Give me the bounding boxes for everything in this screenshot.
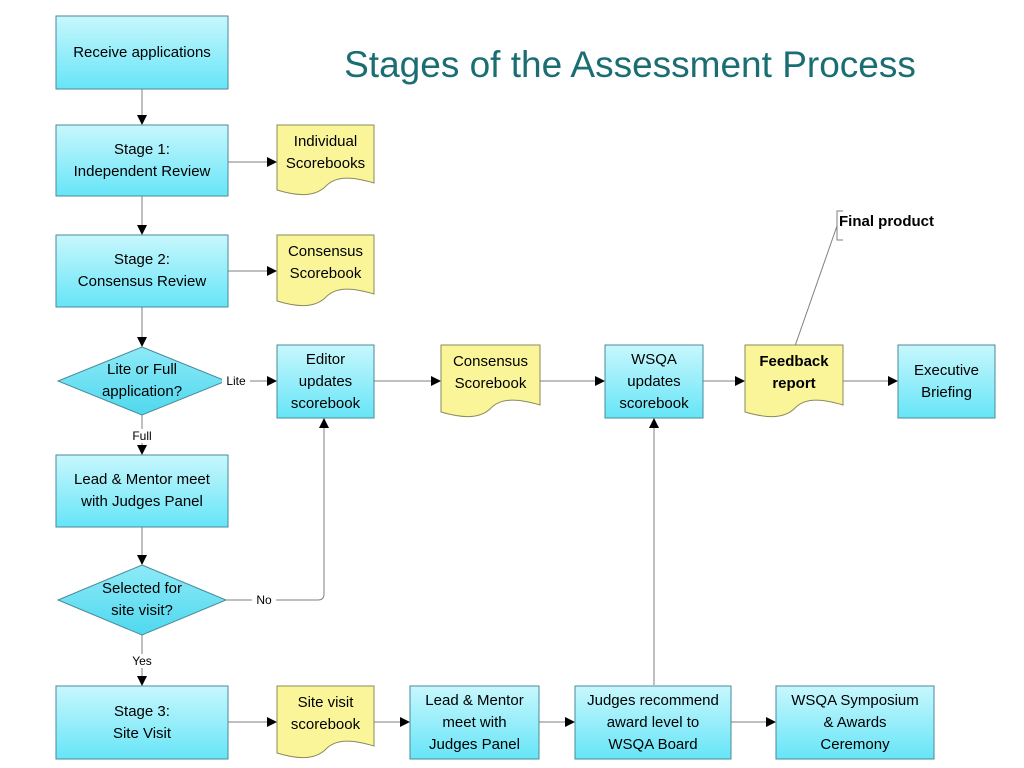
edge-no-editor [226, 418, 329, 601]
connectors [137, 89, 898, 727]
symposium-box [775, 685, 935, 760]
lead-mentor-label-2: Lead & Mentor meet with Judges Panel [425, 691, 524, 753]
consensus-scorebook-label-1: Consensus Scorebook [287, 243, 364, 282]
stage3-label: Stage 3: Site Visit [112, 702, 172, 742]
final-product-callout: Final product [839, 213, 934, 230]
consensus-scorebook-label-2: Consensus Scorebook [452, 353, 529, 392]
symposium-label: WSQA Symposium & Awards Ceremony [791, 691, 919, 753]
selected-site-visit-label: Selected for site visit? [101, 580, 183, 619]
consensus-scorebook-doc-1 [276, 234, 375, 306]
receive-applications-box [55, 15, 229, 90]
edge-label-no: No [252, 593, 276, 607]
judges-recommend-box [574, 685, 732, 760]
lite-or-full-diamond [56, 346, 228, 416]
edge-label-lite: Lite [222, 374, 250, 388]
wsqa-updates-box [604, 344, 704, 419]
stage3-box [55, 685, 229, 760]
wsqa-updates-label: WSQA updates scorebook [619, 350, 689, 412]
edge-label-yes: Yes [127, 654, 157, 668]
edge-label-full: Full [128, 429, 156, 443]
executive-briefing-label: Executive Briefing [913, 361, 980, 401]
stage1-label: Stage 1: Independent Review [73, 140, 211, 180]
site-visit-scorebook-label: Site visit scorebook [290, 694, 361, 733]
site-visit-scorebook-doc [276, 685, 375, 758]
receive-applications-label: Receive applications [73, 43, 211, 61]
feedback-report-label: Feedback report [759, 353, 829, 392]
individual-scorebooks-doc [276, 124, 375, 195]
lead-mentor-box-2 [409, 685, 540, 760]
individual-scorebooks-label: Individual Scorebooks [285, 133, 366, 172]
stage2-box [55, 234, 229, 308]
selected-site-visit-diamond [56, 564, 228, 636]
consensus-scorebook-doc-2 [440, 344, 541, 417]
lite-or-full-label: Lite or Full application? [101, 361, 183, 400]
callout-bracket [836, 210, 843, 241]
stage1-box [55, 124, 229, 197]
lead-mentor-box-1 [55, 454, 229, 528]
stage2-label: Stage 2: Consensus Review [77, 251, 207, 290]
lead-mentor-label-1: Lead & Mentor meet with Judges Panel [74, 471, 210, 510]
editor-updates-label: Editor updates scorebook [290, 350, 361, 412]
page-title: Stages of the Assessment Process [344, 44, 916, 85]
feedback-report-doc [744, 344, 844, 417]
judges-recommend-label: Judges recommend award level to WSQA Boa… [587, 691, 719, 753]
editor-updates-box [276, 344, 375, 419]
callout-leader [794, 225, 838, 347]
executive-briefing-box [897, 344, 996, 419]
